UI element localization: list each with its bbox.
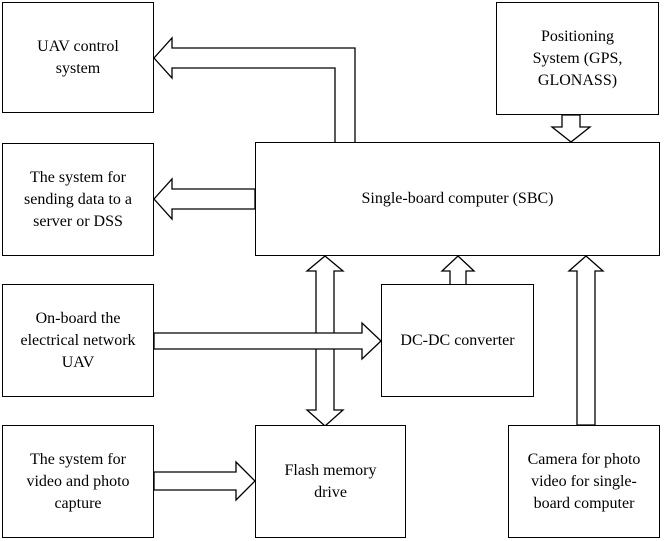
onboard-network-label: On-board the electrical network UAV — [20, 309, 136, 371]
arrow-capture-to-flash — [153, 460, 256, 502]
uav-control-system-block: UAV control system — [2, 2, 154, 113]
dcdc-converter-block: DC-DC converter — [381, 284, 534, 397]
sending-data-system-label: The system for sending data to a server … — [24, 168, 132, 230]
arrow-sbc-to-sending-data — [153, 177, 256, 221]
video-photo-capture-label: The system for video and photo capture — [26, 450, 130, 512]
arrow-positioning-to-sbc — [550, 114, 592, 143]
arrow-sbc-to-uav-control — [153, 36, 356, 144]
flash-memory-drive-label: Flash memory drive — [284, 461, 377, 501]
positioning-system-label: Positioning System (GPS, GLONASS) — [532, 27, 623, 89]
single-board-computer-label: Single-board computer (SBC) — [361, 190, 554, 207]
onboard-network-block: On-board the electrical network UAV — [2, 284, 154, 397]
arrow-network-to-dcdc — [153, 321, 382, 361]
video-photo-capture-block: The system for video and photo capture — [2, 425, 154, 538]
camera-label: Camera for photo video for single- board… — [527, 450, 641, 512]
flash-memory-drive-block: Flash memory drive — [255, 425, 406, 538]
camera-block: Camera for photo video for single- board… — [508, 425, 660, 538]
uav-control-system-label: UAV control system — [37, 37, 119, 77]
arrow-dcdc-to-sbc — [440, 255, 476, 286]
single-board-computer-block: Single-board computer (SBC) — [255, 142, 660, 256]
dcdc-converter-label: DC-DC converter — [400, 331, 515, 349]
arrow-camera-to-sbc — [567, 255, 605, 426]
sending-data-system-block: The system for sending data to a server … — [2, 143, 154, 256]
positioning-system-block: Positioning System (GPS, GLONASS) — [496, 2, 659, 115]
